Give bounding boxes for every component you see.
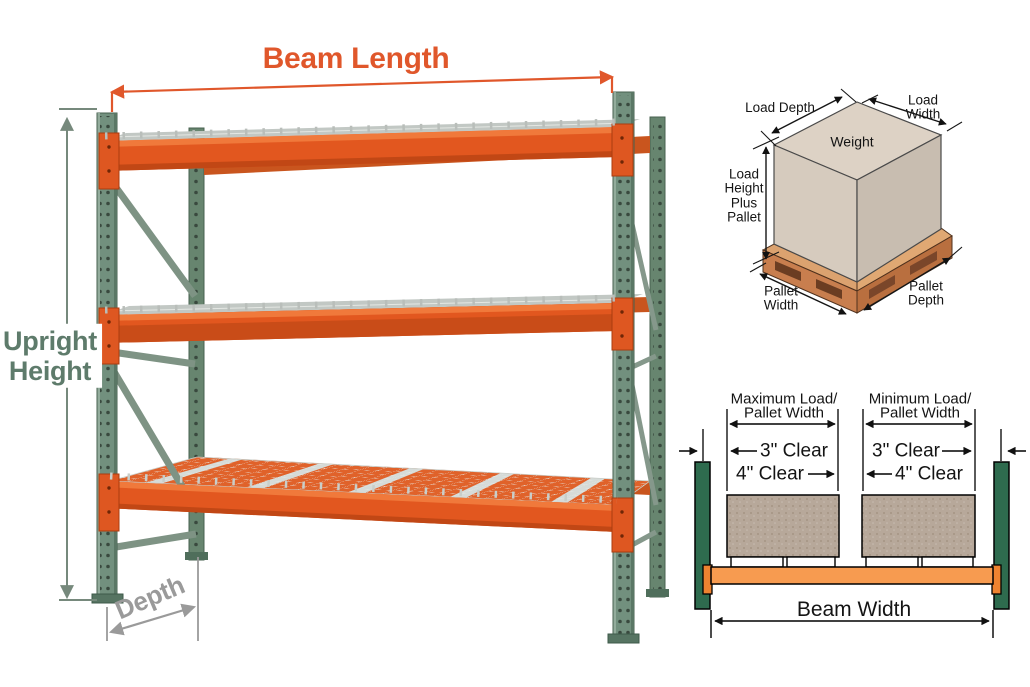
pallet-blocks bbox=[730, 556, 974, 568]
load-box bbox=[772, 101, 943, 284]
beam bbox=[710, 566, 994, 585]
clear-4in-left-label: 4" Clear bbox=[736, 463, 804, 485]
upright-height-label: Upright Height bbox=[0, 323, 102, 389]
clearance-diagram bbox=[679, 409, 1026, 638]
load-height-plus-pallet-label: Load Height Plus Pallet bbox=[724, 166, 764, 225]
min-load-pallet-width-label: Minimum Load/ Pallet Width bbox=[868, 390, 972, 421]
beam-length-label: Beam Length bbox=[262, 42, 450, 76]
beam-length-arrow bbox=[109, 70, 615, 112]
clear-3in-left-label: 3" Clear bbox=[760, 440, 828, 462]
depth-arrow bbox=[106, 557, 199, 641]
right-load bbox=[861, 494, 976, 558]
pallet-width-label: Pallet Width bbox=[763, 283, 799, 313]
load-width-label: Load Width bbox=[905, 92, 941, 122]
left-load bbox=[726, 494, 840, 558]
weight-label: Weight bbox=[830, 133, 874, 150]
beam-width-label: Beam Width bbox=[796, 597, 912, 621]
clear-4in-right-label: 4" Clear bbox=[895, 463, 963, 485]
max-load-pallet-width-label: Maximum Load/ Pallet Width bbox=[730, 390, 838, 421]
rack-illustration bbox=[91, 91, 669, 644]
front-beams bbox=[98, 123, 634, 553]
load-depth-label: Load Depth bbox=[745, 99, 815, 115]
front-uprights bbox=[91, 91, 640, 644]
clear-3in-right-label: 3" Clear bbox=[872, 440, 940, 462]
pallet-load-diagram bbox=[749, 88, 963, 315]
pallet-depth-label: Pallet Depth bbox=[907, 278, 945, 308]
pallet-diagram-arrows bbox=[749, 88, 963, 315]
